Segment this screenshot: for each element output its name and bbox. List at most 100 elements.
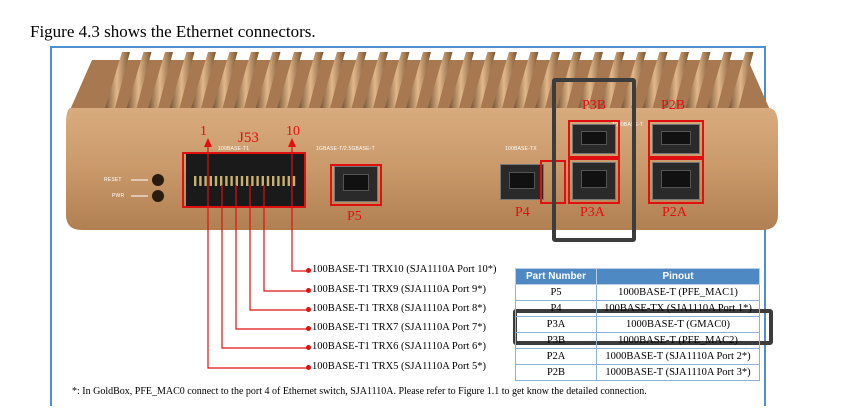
p2b-box	[648, 120, 704, 158]
connector-pin	[292, 176, 296, 186]
part-cell: P3B	[515, 332, 597, 349]
connector-pin	[277, 176, 280, 186]
callout-p3a: P3A	[580, 205, 605, 220]
annotation-dot	[306, 268, 311, 273]
annotation-dot	[306, 307, 311, 312]
connector-pin	[204, 176, 207, 186]
connector-pin	[282, 176, 285, 186]
pinout-cell: 1000BASE-T (PFE_MAC2)	[596, 332, 760, 349]
heatsink-fin	[340, 52, 367, 112]
arrow-pin-1	[204, 138, 212, 147]
right-port-label: 1000BASE-T	[612, 122, 644, 128]
heatsink-fin	[211, 52, 238, 112]
part-cell: P3A	[515, 316, 597, 333]
heatsink-fin	[190, 52, 216, 112]
connector-pin	[287, 176, 290, 186]
heatsink-fins	[104, 52, 754, 112]
p3a-box	[568, 158, 620, 204]
pwr-label: PWR	[112, 193, 125, 199]
pinout-cell: 1000BASE-T (GMAC0)	[596, 316, 760, 333]
pinout-cell: 100BASE-TX (SJA1110A Port 1*)	[596, 300, 760, 317]
heatsink-fin	[555, 52, 582, 112]
heatsink-fin	[469, 52, 496, 112]
annotation-dot	[306, 326, 311, 331]
annotation-trx7: 100BASE-T1 TRX7 (SJA1110A Port 7*)	[312, 322, 487, 333]
callout-p5: P5	[347, 209, 362, 224]
heatsink-fin	[534, 52, 560, 112]
reset-led	[152, 174, 164, 186]
pwr-led	[152, 190, 164, 202]
part-cell: P2A	[515, 348, 597, 365]
heatsink-fin	[104, 52, 130, 112]
reset-label: RESET	[104, 177, 122, 183]
callout-pin-10: 10	[286, 124, 300, 139]
p3a-port	[572, 162, 616, 200]
p3b-port	[572, 124, 616, 154]
heatsink-fin	[512, 52, 539, 112]
p5-port	[334, 166, 378, 202]
connector-pin	[266, 176, 270, 186]
heatsink-fin	[297, 52, 324, 112]
table-header-row: Part Number Pinout	[515, 268, 760, 285]
annotation-dot	[306, 345, 311, 350]
j53-port-label: 100BASE-T1	[218, 146, 250, 152]
callout-pin-1: 1	[200, 124, 207, 139]
annotation-dot	[306, 288, 311, 293]
p3-highlight-box	[552, 78, 636, 242]
part-cell: P4	[515, 300, 597, 317]
heatsink-fin	[254, 52, 281, 112]
p4-port	[500, 164, 544, 200]
heatsink-fin	[362, 52, 388, 112]
heatsink-fin	[641, 52, 668, 112]
heatsink-fin	[577, 52, 603, 112]
connector-pin	[220, 176, 223, 186]
heatsink-fin	[426, 52, 453, 112]
header-pinout: Pinout	[596, 268, 760, 285]
j53-box	[182, 152, 306, 208]
connector-pin	[225, 176, 228, 186]
gbe-port-label: 1GBASE-T/2.5GBASE-T	[316, 146, 375, 152]
header-part-number: Part Number	[515, 268, 597, 285]
heatsink-fin	[233, 52, 259, 112]
connector-pin	[246, 176, 249, 186]
callout-p2a: P2A	[662, 205, 687, 220]
pinout-cell: 1000BASE-T (SJA1110A Port 3*)	[596, 364, 760, 381]
connector-pin	[251, 176, 254, 186]
connector-pin	[272, 176, 275, 186]
connector-pin	[194, 176, 197, 186]
connector-pin	[230, 176, 233, 186]
heatsink-fin	[383, 52, 410, 112]
leader-lines	[207, 145, 308, 369]
heatsink-fin	[276, 52, 302, 112]
figure-caption: Figure 4.3 shows the Ethernet connectors…	[30, 22, 316, 41]
annotation-trx5: 100BASE-T1 TRX5 (SJA1110A Port 5*)	[312, 361, 487, 372]
heatsink-fin	[684, 52, 711, 112]
pinout-cell: 1000BASE-T (SJA1110A Port 2*)	[596, 348, 760, 365]
heatsink-fin	[727, 52, 754, 112]
heatsink-fin	[598, 52, 625, 112]
fe-port-label: 100BASE-TX	[505, 146, 537, 152]
heatsink-fin	[147, 52, 173, 112]
annotation-trx8: 100BASE-T1 TRX8 (SJA1110A Port 8*)	[312, 303, 487, 314]
callout-j53: J53	[238, 130, 259, 146]
connector-pin	[240, 176, 244, 186]
p3b-box	[568, 120, 620, 158]
callout-p3b: P3B	[582, 98, 607, 113]
connector-pin	[199, 176, 202, 186]
p5-box	[330, 164, 382, 206]
heatsink-fin	[405, 52, 431, 112]
callout-p2b: P2B	[661, 98, 686, 113]
pinout-cell: 1000BASE-T (PFE_MAC1)	[596, 284, 760, 301]
annotation-trx6: 100BASE-T1 TRX6 (SJA1110A Port 6*)	[312, 341, 487, 352]
connector-pin	[235, 176, 238, 186]
p2a-box	[648, 158, 704, 204]
heatsink-fin	[168, 52, 195, 112]
